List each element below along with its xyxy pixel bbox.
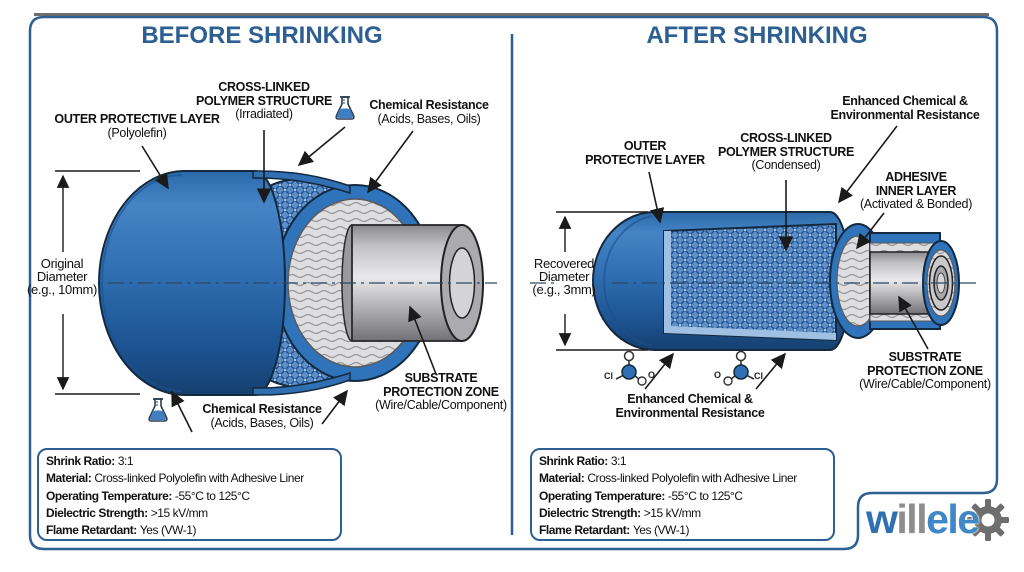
label-substrate-zone-after: SUBSTRATE PROTECTION ZONE (Wire/Cable/Co… [859, 350, 991, 391]
label-adhesive-inner-layer: ADHESIVE INNER LAYER (Activated & Bonded… [859, 170, 973, 211]
spec-box-after: Shrink Ratio:3:1 Material:Cross-linked P… [530, 448, 835, 541]
spec-flame-retardant: Flame Retardant:Yes (VW-1) [539, 523, 690, 538]
spec-operating-temperature: Operating Temperature:-55°C to 125°C [539, 488, 743, 503]
spec-dielectric-strength: Dielectric Strength:>15 kV/mm [46, 505, 208, 520]
label-outer-layer-after: OUTER PROTECTIVE LAYER [585, 139, 705, 167]
label-chemical-resistance-top: Chemical Resistance (Acids, Bases, Oils) [369, 98, 489, 126]
label-chemical-resistance-bottom: Chemical Resistance (Acids, Bases, Oils) [202, 402, 322, 430]
arrow-outer-layer-after [648, 171, 665, 224]
flask-icon [335, 96, 355, 120]
arrow-chem-bottom-1 [171, 390, 193, 433]
atom-label: O [648, 370, 656, 380]
molecule-icon [723, 350, 755, 386]
top-artifact-line [34, 13, 989, 16]
label-outer-layer-before: OUTER PROTECTIVE LAYER (Polyolefin) [54, 112, 220, 140]
dimension-arrow-recovered [556, 211, 648, 351]
flask-icon [148, 398, 168, 422]
spec-box-before: Shrink Ratio:3:1 Material:Cross-linked P… [37, 448, 342, 541]
arrow-chem-top-1 [297, 126, 346, 167]
page-title-before: BEFORE SHRINKING [141, 22, 383, 49]
arrow-chem-top-2 [367, 130, 414, 194]
arrow-outer-layer-before [141, 145, 169, 190]
spec-material: Material:Cross-linked Polyolefin with Ad… [46, 471, 304, 486]
arrow-substrate-before [408, 305, 437, 375]
atom-label: O [714, 370, 722, 380]
spec-shrink-ratio: Shrink Ratio:3:1 [46, 454, 134, 468]
molecule-icon [615, 350, 647, 386]
label-polymer-structure-after: CROSS-LINKED POLYMER STRUCTURE (Condense… [717, 131, 855, 172]
arrow-molecule-left [644, 352, 674, 390]
label-original-diameter: Original Diameter (e.g., 10mm) [26, 256, 98, 297]
atom-label: Cl [754, 371, 763, 381]
label-recovered-diameter: Recovered Diameter (e.g., 3mm) [532, 256, 596, 297]
label-enhanced-resistance-top: Enhanced Chemical & Environmental Resist… [830, 94, 980, 122]
label-arrows [141, 125, 929, 433]
tube-after-illustration [530, 211, 978, 351]
spec-dielectric-strength: Dielectric Strength:>15 kV/mm [539, 505, 701, 520]
arrow-enhanced-top [838, 125, 898, 204]
label-enhanced-resistance-bottom: Enhanced Chemical & Environmental Resist… [615, 392, 765, 420]
logo-wordmark: willele [866, 496, 980, 542]
dimension-arrow-original [55, 170, 140, 395]
panel-border [28, 15, 999, 551]
arrow-molecule-right [755, 352, 787, 390]
spec-shrink-ratio: Shrink Ratio:3:1 [539, 454, 627, 468]
spec-flame-retardant: Flame Retardant:Yes (VW-1) [46, 523, 197, 538]
tube-before-illustration [98, 170, 497, 396]
atom-label: Cl [604, 371, 613, 381]
arrow-chem-bottom-2 [321, 389, 348, 425]
spec-operating-temperature: Operating Temperature:-55°C to 125°C [46, 488, 250, 503]
page-title-after: AFTER SHRINKING [646, 22, 868, 49]
arrow-substrate-after [898, 295, 929, 350]
label-polymer-structure-before: CROSS-LINKED POLYMER STRUCTURE (Irradiat… [195, 80, 333, 121]
spec-material: Material:Cross-linked Polyolefin with Ad… [539, 471, 797, 486]
arrow-adhesive [856, 212, 885, 250]
label-substrate-zone-before: SUBSTRATE PROTECTION ZONE (Wire/Cable/Co… [375, 371, 507, 412]
